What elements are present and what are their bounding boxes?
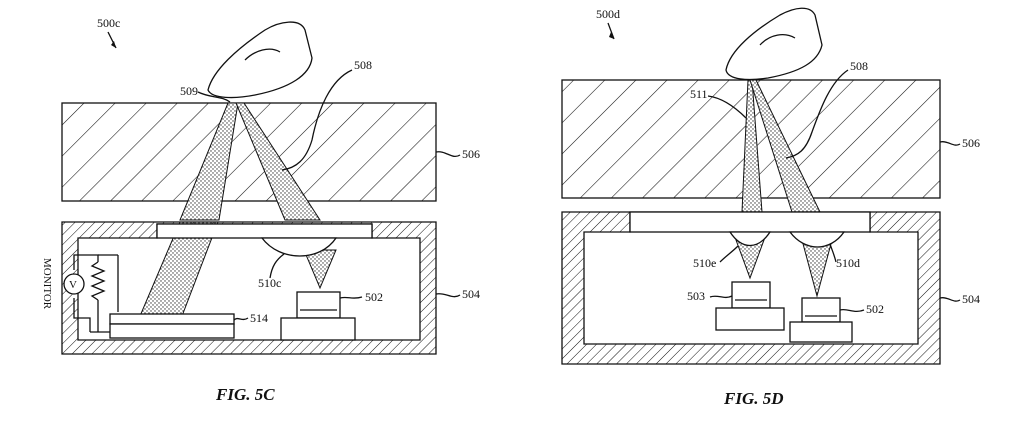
sensor-502-left [296,291,341,319]
lens-510d [788,231,846,248]
label-508-left: 508 [354,58,372,72]
leader-504-left [435,293,461,298]
label-506-left: 506 [462,147,480,161]
caption-fig-5d: FIG. 5D [723,389,784,408]
leader-502-left [339,296,363,299]
finger-right [725,7,823,81]
label-504-right: 504 [962,292,980,306]
lens-510e [728,231,772,247]
sensor-503-base [715,307,785,331]
light-beam-509 [179,102,239,221]
lens-510c [260,237,338,257]
voltmeter [63,273,85,295]
label-508-right: 508 [850,59,868,73]
label-510c: 510c [258,276,281,290]
monitor-circuit: V [63,254,119,333]
sensor-base-left [280,317,356,341]
sensor-502-right [801,297,841,323]
circuit-wire-left [73,298,91,332]
substrate-514 [109,323,235,339]
monitor-label: MONITOR [41,258,53,310]
leader-502-right [839,308,865,313]
ref-arrowhead-500d [609,32,614,39]
figure-5c: 500c V [41,16,480,404]
leader-511 [707,95,747,119]
finger-left [207,21,313,99]
leader-508-right [785,69,849,159]
label-502-left: 502 [365,290,383,304]
leader-509 [197,91,231,103]
leader-508-left [281,69,353,171]
ref-label-500d: 500d [596,7,620,21]
leader-506-right [939,141,961,146]
leader-514 [233,317,249,321]
sensor-503 [731,281,771,309]
label-511: 511 [690,87,708,101]
ref-arrowhead-500c [111,41,116,48]
leader-510c [269,253,285,279]
ref-label-500c: 500c [97,16,120,30]
voltmeter-label: V [69,279,77,291]
figure-5d: 500d 511 508 506 504 [561,7,980,408]
window-left [156,223,373,239]
focused-beam-to-502-right [801,239,833,298]
window-right [629,211,871,233]
light-beam-508 [235,102,321,221]
label-510e: 510e [693,256,716,270]
fingernail-right [759,34,796,46]
label-504-left: 504 [462,287,480,301]
leader-510d [829,243,837,263]
component-514 [109,313,235,325]
label-506-right: 506 [962,136,980,150]
circuit-wire-bottom [90,310,110,333]
label-514: 514 [250,311,268,325]
sensor-502-base-right [789,321,853,343]
resistor [90,261,106,301]
leader-506-left [435,151,461,158]
leader-504-right [939,297,961,302]
ref-arrow-500d [607,22,615,40]
leader-503 [709,295,733,299]
circuit-wire-top [73,254,99,310]
fingernail-left [244,48,281,61]
leader-510e [719,245,739,263]
label-510d: 510d [836,256,860,270]
label-509-left: 509 [180,84,198,98]
label-503: 503 [687,289,705,303]
caption-fig-5c: FIG. 5C [215,385,275,404]
label-502-right: 502 [866,302,884,316]
